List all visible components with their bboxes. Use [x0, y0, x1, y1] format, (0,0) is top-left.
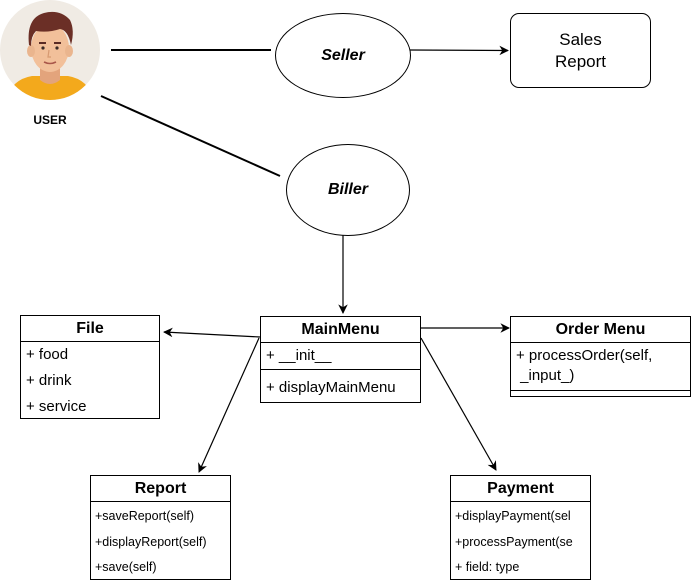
mainmenu-report-arrow	[198, 337, 260, 473]
file-attribute: + service	[26, 398, 87, 415]
file-class[interactable]: File + food + drink + service	[20, 315, 160, 419]
payment-method: +displayPayment(sel	[455, 509, 571, 523]
mainmenu-class[interactable]: MainMenu + __init__ + displayMainMenu	[260, 316, 421, 403]
actor-label: USER	[33, 113, 67, 127]
sales-report-line1: Sales	[559, 29, 602, 49]
file-attribute: + drink	[26, 372, 72, 389]
payment-class-name: Payment	[451, 476, 590, 502]
seller-use-case[interactable]: Seller	[275, 13, 411, 98]
file-attributes: + food + drink + service	[21, 342, 159, 420]
seller-label: Seller	[321, 46, 365, 64]
order-menu-method: _input_)	[516, 367, 575, 384]
order-menu-class-name: Order Menu	[511, 317, 690, 343]
mainmenu-file-arrow	[163, 327, 261, 338]
file-attribute: + food	[26, 346, 69, 363]
order-menu-method: + processOrder(self,	[516, 347, 653, 364]
sales-report-line2: Report	[554, 51, 607, 71]
report-method: +save(self)	[95, 560, 157, 574]
order-menu-empty-section	[511, 391, 690, 397]
biller-label: Biller	[327, 181, 368, 198]
user-biller-line	[100, 95, 281, 177]
payment-class[interactable]: Payment +displayPayment(sel +processPaym…	[450, 475, 591, 580]
payment-method: + field: type	[455, 560, 520, 574]
sales-report-box[interactable]: Sales Report	[510, 13, 651, 88]
order-menu-class[interactable]: Order Menu + processOrder(self, _input_)	[510, 316, 691, 397]
biller-use-case[interactable]: Biller	[286, 144, 410, 236]
mainmenu-payment-arrow	[420, 337, 497, 471]
payment-method: +processPayment(se	[455, 534, 573, 549]
report-methods: +saveReport(self) +displayReport(self) +…	[91, 502, 230, 581]
seller-report-arrow	[409, 45, 509, 56]
report-class[interactable]: Report +saveReport(self) +displayReport(…	[90, 475, 231, 580]
report-class-name: Report	[91, 476, 230, 502]
mainmenu-attributes: + __init__	[261, 343, 420, 370]
payment-methods: +displayPayment(sel +processPayment(se +…	[451, 502, 590, 581]
mainmenu-class-name: MainMenu	[261, 317, 420, 343]
mainmenu-attribute: + __init__	[266, 347, 332, 364]
report-method: +saveReport(self)	[95, 509, 194, 523]
user-avatar-icon	[0, 0, 100, 100]
mainmenu-methods: + displayMainMenu	[261, 370, 420, 401]
report-method: +displayReport(self)	[95, 534, 207, 549]
mainmenu-method: + displayMainMenu	[266, 379, 396, 396]
order-menu-methods: + processOrder(self, _input_)	[511, 343, 690, 391]
file-class-name: File	[21, 316, 159, 342]
